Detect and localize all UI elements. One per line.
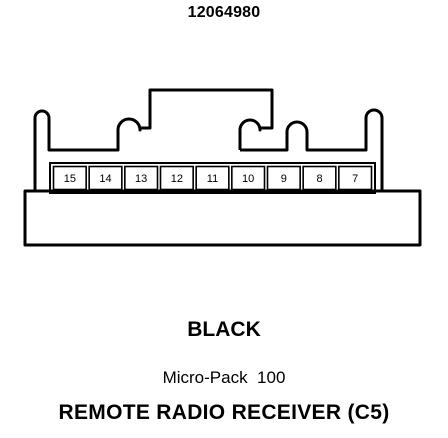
connector-name: REMOTE RADIO RECEIVER (C5) [58,401,390,424]
pin-cavity [195,165,230,191]
pin-number: 10 [242,173,254,185]
connector-diagram: 15 14 13 12 11 10 9 8 7 [23,88,422,247]
pin-number: 14 [99,173,111,185]
pin-number: 13 [135,173,147,185]
pin-cavity [302,165,337,191]
pin-number: 11 [207,173,218,185]
pin-cavity [159,165,194,191]
pin-number: 12 [171,173,183,185]
connector-type: Micro-Pack 100 [162,368,286,387]
pin-number: 15 [64,173,76,185]
connector-shell [23,88,422,247]
pin-cavity [338,165,373,191]
pin-strip-border [49,162,376,194]
pin-cavity [124,165,159,191]
connector-color: BLACK [187,318,261,341]
pin-cavity [266,165,301,191]
pin-cavity [88,165,123,191]
pin-cavity [231,165,266,191]
pin-number: 8 [316,173,322,185]
pin-row: 15 14 13 12 11 10 9 8 7 [49,162,376,194]
part-number: 12064980 [187,4,261,21]
pin-number: 9 [281,173,287,185]
pin-number: 7 [352,173,358,185]
pin-cavity [52,165,87,191]
